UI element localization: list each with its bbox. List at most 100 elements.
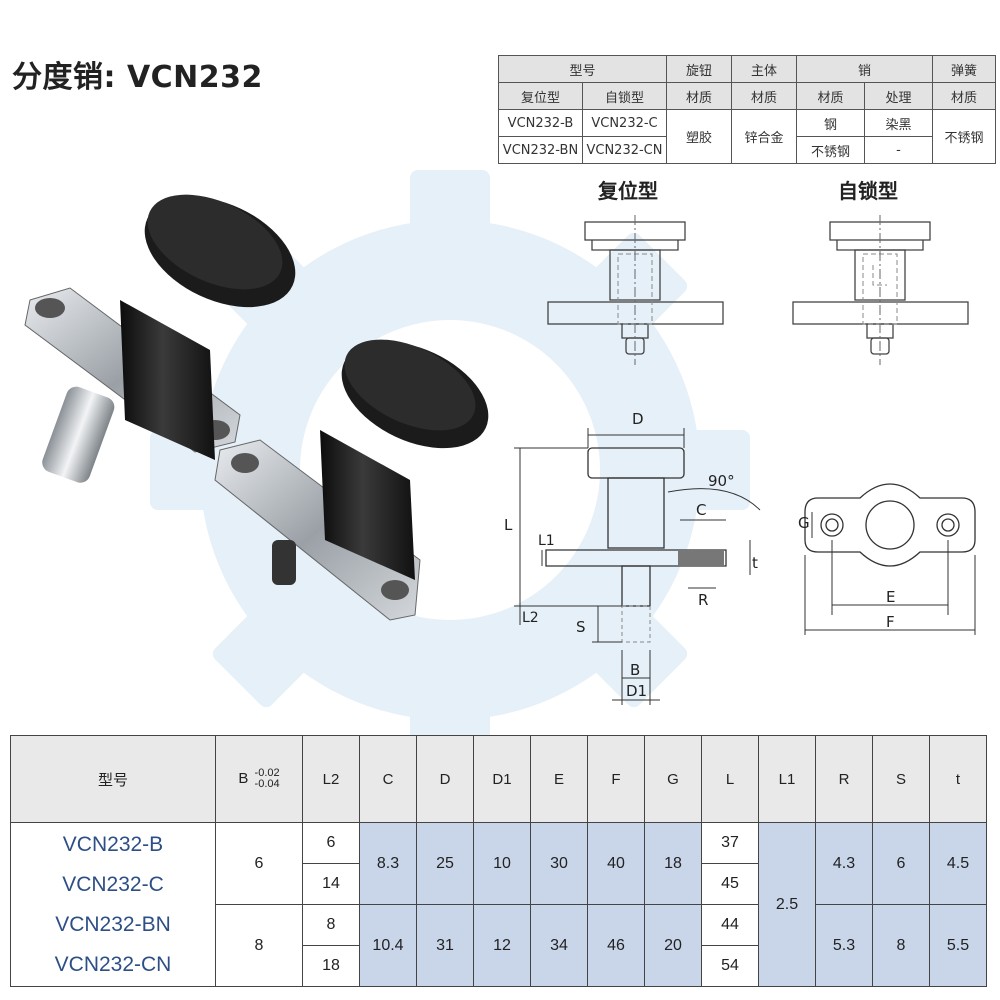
model-name: VCN232-CN (54, 952, 172, 976)
dim-label-S: S (576, 618, 586, 636)
material-spec-table: 型号 旋钮 主体 销 弹簧 复位型 自锁型 材质 材质 材质 处理 材质 VCN… (498, 55, 996, 164)
reset-type-label: 复位型 (598, 179, 658, 203)
cell-D: 31 (416, 904, 474, 987)
dim-label-L: L (504, 516, 513, 534)
col-header-D1: D1 (473, 735, 531, 823)
col-header-F: F (587, 735, 645, 823)
cell-L2: 8 (302, 904, 360, 946)
lock-type-drawing (792, 215, 969, 365)
model-name: VCN232-C (62, 872, 164, 896)
cell-G: 18 (644, 822, 702, 905)
cell-B: 6 (215, 822, 303, 905)
col-header-R: R (815, 735, 873, 823)
spec-model-cell: VCN232-B (498, 109, 583, 137)
cell-L2: 6 (302, 822, 360, 864)
cell-D1: 12 (473, 904, 531, 987)
cell-F: 40 (587, 822, 645, 905)
cell-t: 5.5 (929, 904, 987, 987)
col-header-G: G (644, 735, 702, 823)
cell-L: 45 (701, 863, 759, 905)
spec-pin-treatment: 染黑 (864, 109, 933, 137)
spec-model-cell: VCN232-BN (498, 136, 583, 164)
cell-C: 8.3 (359, 822, 417, 905)
spec-pin-material-label: 材质 (796, 82, 865, 110)
model-name: VCN232-B (62, 832, 164, 856)
cell-D: 25 (416, 822, 474, 905)
spec-spring-material: 不锈钢 (932, 109, 996, 164)
b-tolerance: -0.02 -0.04 (255, 768, 280, 790)
cell-B: 8 (215, 904, 303, 987)
cell-L: 44 (701, 904, 759, 946)
spec-body-material: 锌合金 (731, 109, 797, 164)
reset-type-drawing (547, 215, 724, 365)
dim-label-L2: L2 (522, 610, 539, 626)
col-header-L2: L2 (302, 735, 360, 823)
spec-header-body: 主体 (731, 55, 797, 83)
cell-L2: 14 (302, 863, 360, 905)
cell-L2: 18 (302, 945, 360, 987)
spec-reset-type: 复位型 (498, 82, 583, 110)
cell-G: 20 (644, 904, 702, 987)
col-header-D: D (416, 735, 474, 823)
dim-label-L1: L1 (538, 533, 555, 549)
col-header-B-label: B (238, 769, 249, 787)
dim-label-F: F (886, 613, 895, 631)
col-header-model: 型号 (10, 735, 216, 823)
cell-E: 30 (530, 822, 588, 905)
spec-pin-material: 不锈钢 (796, 136, 865, 164)
b-tolerance-lower: -0.04 (254, 778, 280, 790)
col-header-C: C (359, 735, 417, 823)
spec-spring-material-label: 材质 (932, 82, 996, 110)
dim-label-E: E (886, 588, 895, 606)
page-title: 分度销: VCN232 (12, 60, 263, 95)
dim-label-B: B (630, 661, 640, 679)
spec-pin-treatment: - (864, 136, 933, 164)
col-header-t: t (929, 735, 987, 823)
cell-F: 46 (587, 904, 645, 987)
spec-body-material-label: 材质 (731, 82, 797, 110)
dim-label-D: D (632, 410, 644, 428)
model-name: VCN232-BN (55, 912, 171, 936)
lock-type-label: 自锁型 (838, 179, 898, 203)
cell-t: 4.5 (929, 822, 987, 905)
cell-C: 10.4 (359, 904, 417, 987)
cell-R: 4.3 (815, 822, 873, 905)
col-header-L1: L1 (758, 735, 816, 823)
cell-E: 34 (530, 904, 588, 987)
spec-knob-material: 塑胶 (666, 109, 732, 164)
col-header-B: B -0.02 -0.04 (215, 735, 303, 823)
dimension-table: 型号 B -0.02 -0.04 L2 C D D1 E F G L L1 R … (10, 735, 987, 987)
cell-D1: 10 (473, 822, 531, 905)
dimension-drawing-top: G E F (798, 483, 976, 635)
col-header-E: E (530, 735, 588, 823)
dim-label-D1: D1 (626, 682, 647, 700)
b-tolerance-upper: -0.02 (254, 767, 280, 779)
cell-R: 5.3 (815, 904, 873, 987)
cell-S: 8 (872, 904, 930, 987)
spec-model-cell: VCN232-C (582, 109, 667, 137)
spec-pin-material: 钢 (796, 109, 865, 137)
dim-label-angle: 90° (708, 472, 735, 490)
dim-label-G: G (798, 514, 810, 532)
dim-label-C: C (696, 501, 706, 519)
dim-label-R: R (698, 591, 708, 609)
spec-knob-material-label: 材质 (666, 82, 732, 110)
spec-header-spring: 弹簧 (932, 55, 996, 83)
cell-L: 37 (701, 822, 759, 864)
product-lock-type-photo (214, 339, 489, 621)
spec-header-knob: 旋钮 (666, 55, 732, 83)
dim-label-t: t (752, 554, 758, 572)
spec-header-model: 型号 (498, 55, 667, 83)
col-header-L: L (701, 735, 759, 823)
cell-L1: 2.5 (758, 822, 816, 987)
model-list: VCN232-B VCN232-C VCN232-BN VCN232-CN (10, 822, 216, 987)
cell-S: 6 (872, 822, 930, 905)
spec-model-cell: VCN232-CN (582, 136, 667, 164)
dimension-drawing-side: D L L1 L2 S B D1 C t R 90° (504, 410, 761, 705)
cell-L: 54 (701, 945, 759, 987)
product-photo (24, 194, 489, 621)
spec-pin-treatment-label: 处理 (864, 82, 933, 110)
spec-lock-type: 自锁型 (582, 82, 667, 110)
product-reset-type-photo (24, 194, 296, 483)
spec-header-pin: 销 (796, 55, 933, 83)
